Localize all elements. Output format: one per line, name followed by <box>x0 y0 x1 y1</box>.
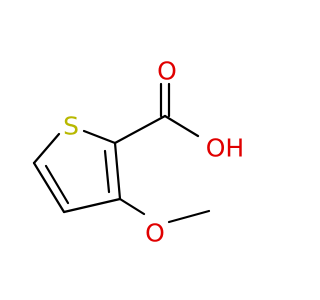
bond-c4-c3 <box>62 197 122 214</box>
bond-c3-c2-inner <box>103 149 111 194</box>
bond-c3-c2-outer <box>113 141 122 201</box>
carbonyl-oxygen-label: O <box>157 57 177 86</box>
molecule-diagram: S O OH O <box>32 57 244 248</box>
bond-s1-c5 <box>32 132 61 165</box>
bond-methoxy-o-ch3 <box>167 209 211 224</box>
hydroxyl-label: OH <box>206 134 244 163</box>
bond-c5-c4-inner <box>44 164 70 205</box>
bond-c5-c4-outer <box>32 161 66 214</box>
bond-c-oh <box>163 114 200 138</box>
methoxy-oxygen-label: O <box>145 219 165 248</box>
bond-c2-carboxyl-c <box>113 114 167 145</box>
sulfur-atom-label: S <box>63 112 79 141</box>
bond-c3-methoxy-o <box>118 197 146 216</box>
bond-c2-s1 <box>82 129 117 145</box>
